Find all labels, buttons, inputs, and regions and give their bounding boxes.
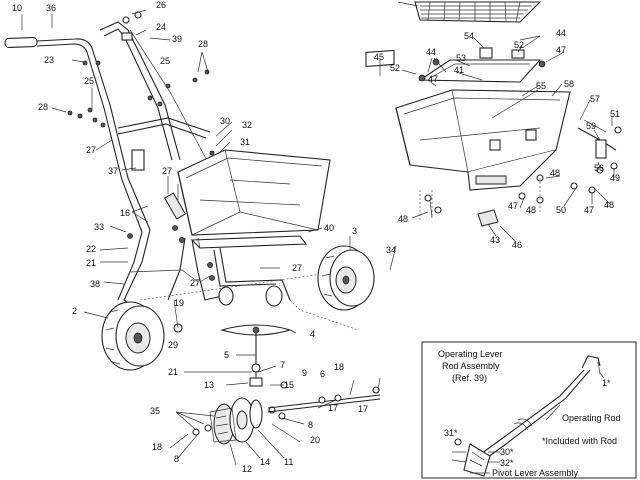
right-wheel-drawing xyxy=(317,245,375,311)
part-label: 41 xyxy=(454,65,464,75)
part-label: 6 xyxy=(320,369,325,379)
part-label: 21 xyxy=(86,258,96,268)
part-label: 47 xyxy=(556,45,566,55)
included-note: *Included with Rod xyxy=(542,436,617,446)
part-label: 51 xyxy=(610,109,620,119)
part-label: 48 xyxy=(526,205,536,215)
part-label: 32 xyxy=(242,120,252,130)
part-label: 50 xyxy=(556,205,566,215)
part-label: 26 xyxy=(156,0,166,10)
part-label: 28 xyxy=(198,39,208,49)
left-wheel-drawing xyxy=(101,301,165,371)
part-label: 40 xyxy=(324,223,334,233)
part-label: 31 xyxy=(240,137,250,147)
part-label: 23 xyxy=(44,55,54,65)
part-label: 25 xyxy=(160,56,170,66)
part-label: 15 xyxy=(284,380,294,390)
callout-32: 32* xyxy=(500,458,514,468)
pivot-lever-label: Pivot Lever Assembly xyxy=(492,468,579,478)
part-label: 59 xyxy=(586,121,596,131)
part-label: 17 xyxy=(358,404,368,414)
part-label: 25 xyxy=(84,76,94,86)
inset-title-line: Rod Assembly xyxy=(442,361,500,371)
part-label: 13 xyxy=(204,380,214,390)
part-label: 58 xyxy=(564,79,574,89)
part-label: 19 xyxy=(174,298,184,308)
part-label: 34 xyxy=(386,245,396,255)
part-label: 56 xyxy=(594,163,604,173)
hopper-right-drawing xyxy=(395,89,571,191)
part-label: 10 xyxy=(12,3,22,13)
part-label: 16 xyxy=(120,208,130,218)
gearbox-drawing xyxy=(173,299,381,445)
part-label: 24 xyxy=(156,22,166,32)
part-label: 30 xyxy=(220,116,230,126)
callout-31: 31* xyxy=(444,428,458,438)
part-label: 48 xyxy=(550,168,560,178)
part-label: 5 xyxy=(224,350,229,360)
part-label: 22 xyxy=(86,244,96,254)
part-label: 45 xyxy=(374,52,384,62)
inset-title-line: Operating Lever xyxy=(438,349,503,359)
part-label: 7 xyxy=(280,360,285,370)
hopper-left-drawing xyxy=(177,149,331,236)
part-label: 17 xyxy=(328,403,338,413)
callout-1: 1* xyxy=(602,378,611,388)
part-label: 53 xyxy=(456,53,466,63)
callout-30: 30* xyxy=(500,447,514,457)
part-label: 44 xyxy=(556,28,566,38)
part-label: 29 xyxy=(168,340,178,350)
part-label: 47 xyxy=(584,205,594,215)
hopper-hardware-drawing xyxy=(419,119,622,227)
part-label: 9 xyxy=(302,368,307,378)
part-label: 3 xyxy=(352,226,357,236)
handle-assembly-drawing xyxy=(4,11,221,281)
screen-grid-drawing xyxy=(414,1,542,23)
part-label: 36 xyxy=(46,3,56,13)
part-label: 57 xyxy=(590,94,600,104)
part-label: 20 xyxy=(310,435,320,445)
part-label: 47 xyxy=(508,201,518,211)
part-label: 47 xyxy=(428,74,438,84)
part-label: 44 xyxy=(426,47,436,57)
part-label: 18 xyxy=(334,362,344,372)
part-label: 48 xyxy=(604,200,614,210)
part-label: 14 xyxy=(260,457,270,467)
part-label: 27 xyxy=(292,263,302,273)
part-label: 4 xyxy=(310,329,315,339)
part-label: 49 xyxy=(610,173,620,183)
part-label: 27 xyxy=(86,145,96,155)
part-label: 21 xyxy=(168,367,178,377)
part-label: 52 xyxy=(390,63,400,73)
part-label: 18 xyxy=(152,442,162,452)
part-label: 55 xyxy=(536,81,546,91)
frame-drawing xyxy=(117,229,351,309)
part-label: 48 xyxy=(398,214,408,224)
part-label: 8 xyxy=(308,420,313,430)
operating-rod-label: Operating Rod xyxy=(562,413,621,423)
inset-operating-lever xyxy=(421,341,637,479)
part-label: 43 xyxy=(490,235,500,245)
part-label: 39 xyxy=(172,34,182,44)
part-label: 11 xyxy=(284,457,293,467)
part-label: 27 xyxy=(162,166,172,176)
part-label: 54 xyxy=(464,31,474,41)
part-label: 52 xyxy=(514,40,524,50)
part-label: 38 xyxy=(90,279,100,289)
part-label: 8 xyxy=(174,454,179,464)
part-label: 2 xyxy=(72,306,77,316)
part-label: 28 xyxy=(38,102,48,112)
part-label: 27 xyxy=(190,278,200,288)
part-label: 46 xyxy=(512,240,522,250)
part-label: 35 xyxy=(150,406,160,416)
part-label: 12 xyxy=(242,464,252,474)
inset-title-line: (Ref. 39) xyxy=(452,373,487,383)
leader-lines xyxy=(21,1,615,466)
part-labels: 10 36 26 24 39 28 23 25 28 25 27 30 32 3… xyxy=(12,0,620,474)
part-label: 37 xyxy=(108,166,118,176)
part-label: 33 xyxy=(94,222,104,232)
inset-labels: Operating Lever Rod Assembly (Ref. 39) O… xyxy=(438,349,621,478)
